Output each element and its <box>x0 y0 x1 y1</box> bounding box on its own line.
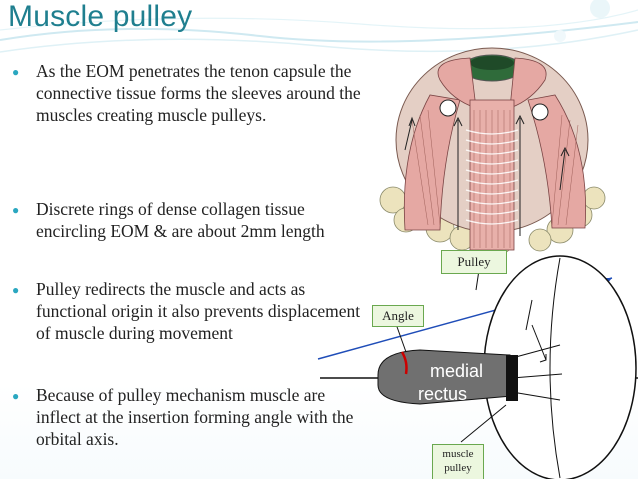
angle-label: Angle <box>372 305 424 327</box>
pulley-label: Pulley <box>441 250 507 274</box>
bullet-marker-icon: ● <box>12 283 20 297</box>
bullet-marker-icon: ● <box>12 203 20 217</box>
muscle-label-line1: medial <box>430 361 483 381</box>
header-decoration <box>0 0 638 53</box>
bullet-text: As the EOM penetrates the tenon capsule … <box>36 61 361 125</box>
bullet-marker-icon: ● <box>12 389 20 403</box>
bullet-text: Discrete rings of dense collagen tissue … <box>36 199 325 241</box>
angle-arc <box>400 351 408 375</box>
bullet-text: Pulley redirects the muscle and acts as … <box>36 279 361 343</box>
eyeball-muscle-illustration <box>379 47 606 255</box>
orbital-axis-diagram: medial rectus <box>317 255 638 479</box>
bullet-text: Because of pulley mechanism muscle are i… <box>36 385 354 449</box>
muscle-pulley-label: muscle pulley <box>432 444 484 479</box>
bullet-marker-icon: ● <box>12 65 20 79</box>
pulley-block <box>506 355 518 401</box>
muscle-label-line2: rectus <box>418 384 467 404</box>
slide-title: Muscle pulley <box>8 0 193 33</box>
